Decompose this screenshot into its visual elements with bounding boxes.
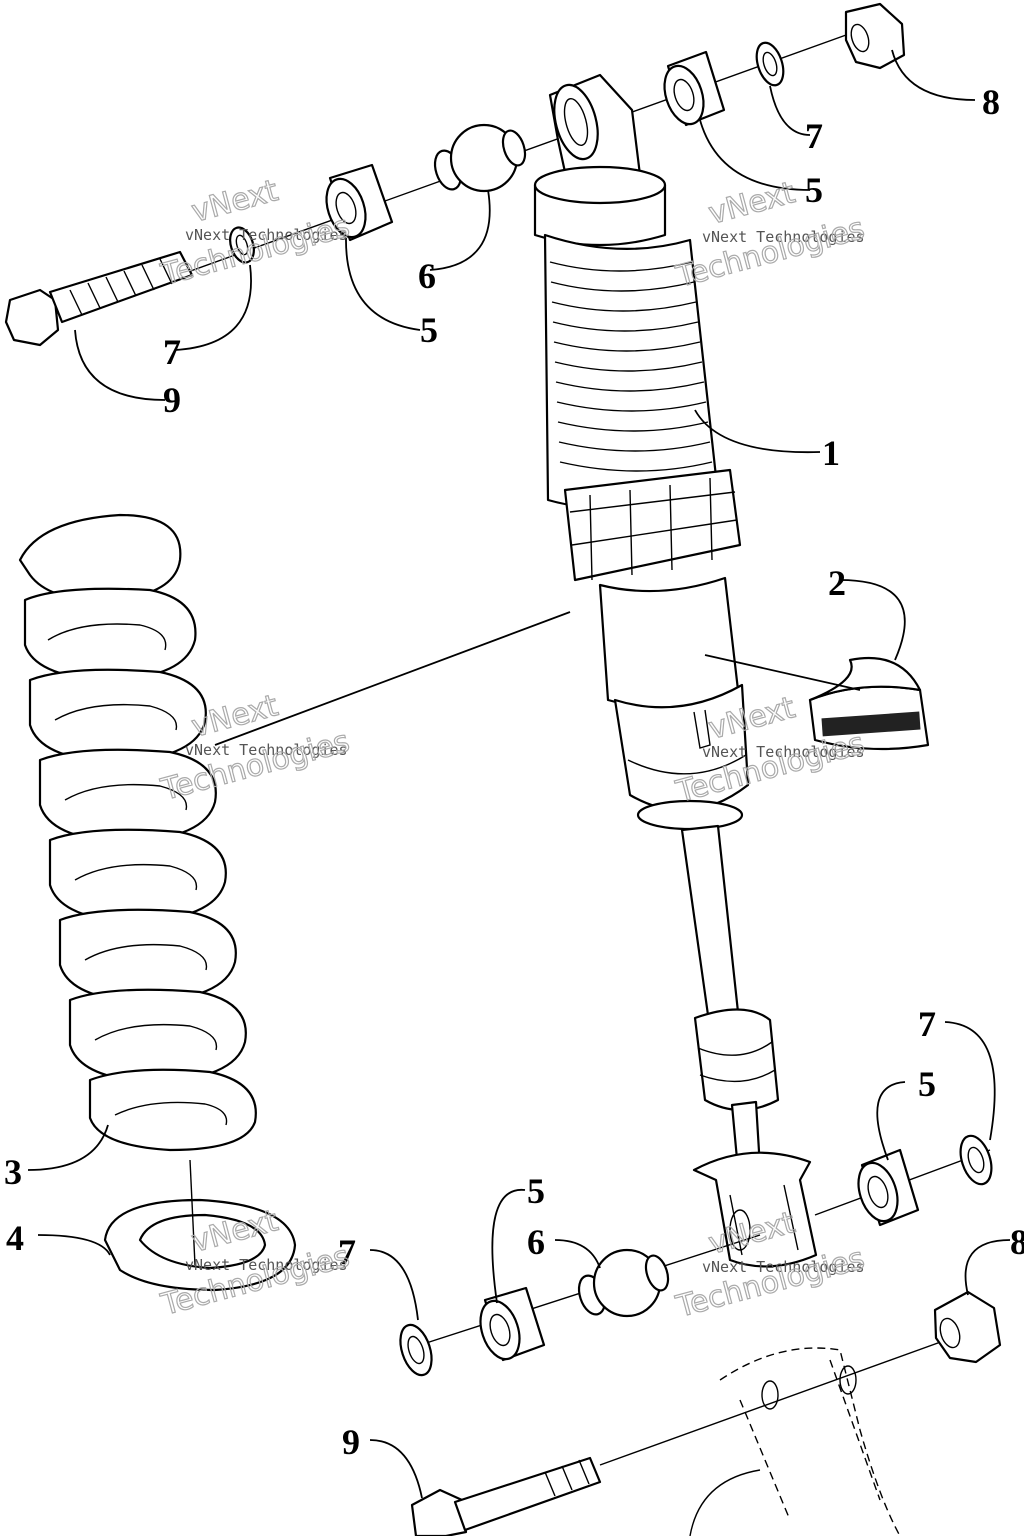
watermark-top-right: vNext Technologies vNext Technologies: [671, 175, 868, 296]
callout-5-top-left: 5: [420, 310, 438, 350]
callout-7-lower-right: 7: [918, 1004, 936, 1044]
lower-bolt: [410, 1456, 602, 1536]
top-bolt: [4, 250, 194, 347]
watermark-bottom-right: vNext Technologies vNext Technologies: [671, 1205, 868, 1326]
top-right-washer: [755, 41, 785, 87]
callout-6-lower: 6: [527, 1222, 545, 1262]
callout-numbers: 8 7 5 6 5 7 9 1 2 3 4 7 5 6 5 7 8 9: [4, 82, 1024, 1462]
watermark-text: vNext: [705, 175, 799, 232]
lower-spherical-bearing: [577, 1248, 670, 1318]
callout-6-top: 6: [418, 256, 436, 296]
top-right-bushing: [663, 50, 726, 127]
spring-retainer: [103, 1159, 297, 1292]
watermark-text: vNext Technologies: [702, 228, 865, 246]
top-left-washer: [229, 226, 255, 264]
coil-spring: [18, 513, 257, 1152]
watermark-top-left: vNext Technologies vNext Technologies: [156, 173, 353, 294]
callout-5-top-right: 5: [805, 170, 823, 210]
leader-lines: [27, 49, 1011, 1499]
lower-right-bushing: [857, 1148, 920, 1227]
callout-8-top: 8: [982, 82, 1000, 122]
callout-9-lower: 9: [342, 1422, 360, 1462]
watermark-text: vNext Technologies: [185, 741, 348, 759]
callout-7-top-left: 7: [163, 332, 181, 372]
watermark-text: vNext: [188, 173, 282, 230]
lower-right-washer: [959, 1134, 993, 1186]
label-decal: [808, 656, 930, 751]
watermark-text: Technologies: [672, 211, 868, 295]
callout-2: 2: [828, 563, 846, 603]
callout-3: 3: [4, 1152, 22, 1192]
callout-8-lower: 8: [1010, 1222, 1024, 1262]
body-threads: [549, 261, 713, 472]
lower-left-washer: [399, 1323, 433, 1377]
callout-1: 1: [822, 433, 840, 473]
callout-7-lower-left: 7: [338, 1232, 356, 1272]
lower-left-bushing: [479, 1286, 546, 1362]
callout-5-lower-left: 5: [527, 1171, 545, 1211]
shock-body: [533, 73, 818, 1268]
callout-7-top-right: 7: [805, 116, 823, 156]
watermark-text: vNext Technologies: [185, 1256, 348, 1274]
watermark-text: vNext Technologies: [702, 1258, 865, 1276]
watermark-text: Technologies: [157, 209, 353, 293]
top-left-bushing: [325, 163, 394, 242]
top-spherical-bearing: [433, 123, 527, 193]
callout-4: 4: [6, 1218, 24, 1258]
top-right-nut: [844, 2, 906, 70]
callout-5-lower-right: 5: [918, 1064, 936, 1104]
lower-right-nut: [933, 1290, 1002, 1364]
lower-mount-bracket: [689, 1347, 901, 1536]
watermark-text: vNext Technologies: [702, 743, 865, 761]
watermark-text: vNext Technologies: [185, 226, 348, 244]
callout-9-top: 9: [163, 380, 181, 420]
